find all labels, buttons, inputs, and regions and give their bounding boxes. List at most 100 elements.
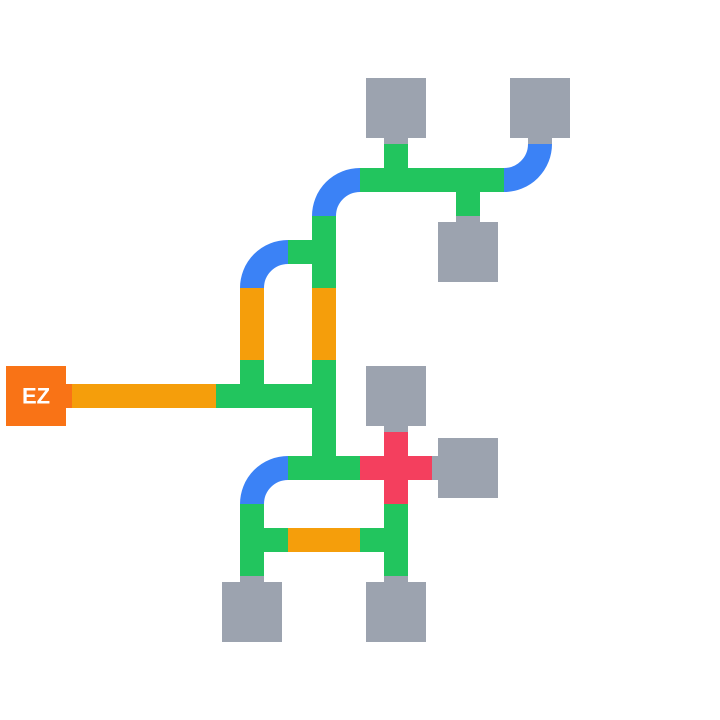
junction-pipe-tile[interactable] (360, 504, 432, 576)
curve-pipe-arc (503, 143, 552, 192)
pipe-core (240, 528, 264, 552)
pipe-arm (360, 528, 384, 552)
pipe-core (168, 384, 192, 408)
straight-pipe-tile[interactable] (288, 288, 360, 360)
pipe-core (384, 528, 408, 552)
terminal-box (438, 438, 498, 498)
pipe-arm (240, 552, 264, 576)
terminal-tile[interactable] (222, 576, 282, 642)
pipe-core (240, 312, 264, 336)
terminal-box (366, 366, 426, 426)
pipe-arm (360, 168, 384, 192)
straight-pipe-tile[interactable] (144, 360, 216, 432)
pipe-arm (480, 168, 504, 192)
pipe-arm (240, 504, 264, 528)
curve-pipe-arc (240, 456, 289, 505)
pipe-arm (312, 432, 336, 456)
pipe-arm (384, 144, 408, 168)
pipe-core (312, 312, 336, 336)
pipe-core (240, 384, 264, 408)
junction-pipe-tile[interactable] (216, 504, 288, 576)
curve-pipe-arc (312, 168, 361, 217)
pipe-arm (216, 384, 240, 408)
junction-pipe-tile[interactable] (288, 216, 360, 288)
source-outlet (65, 384, 72, 408)
terminal-tile[interactable] (366, 366, 426, 432)
terminal-box (222, 582, 282, 642)
pipe-arm (408, 456, 432, 480)
source-label: EZ (22, 384, 50, 409)
terminal-stub (384, 576, 408, 584)
pipe-core (312, 384, 336, 408)
curve-pipe-tile[interactable] (216, 216, 289, 289)
curve-pipe-tile[interactable] (216, 432, 289, 505)
terminal-tile[interactable] (366, 576, 426, 642)
pipe-arm (336, 528, 360, 552)
pipe-arm (240, 288, 264, 312)
junction-pipe-tile[interactable] (288, 360, 360, 432)
curve-pipe-tile[interactable] (288, 144, 361, 217)
source-tile[interactable] (6, 366, 66, 426)
terminal-tile[interactable] (366, 78, 426, 144)
terminal-stub (240, 576, 264, 584)
pipe-arm (456, 192, 480, 216)
pipe-core (384, 168, 408, 192)
pipe-core (312, 456, 336, 480)
pipe-arm (240, 336, 264, 360)
pipe-arm (312, 408, 336, 432)
pipe-arm (264, 528, 288, 552)
pipe-arm (192, 384, 216, 408)
terminal-stub (384, 136, 408, 144)
pipe-core (96, 384, 120, 408)
pipe-arm (312, 288, 336, 312)
straight-pipe-tile[interactable] (216, 288, 288, 360)
straight-pipe-tile[interactable] (288, 504, 360, 576)
pipe-arm (312, 360, 336, 384)
cross-pipe-tile[interactable] (360, 432, 432, 504)
pipe-arm (312, 336, 336, 360)
pipe-arm (336, 456, 360, 480)
pipe-core (312, 528, 336, 552)
pipe-arm (240, 360, 264, 384)
terminal-tile[interactable] (510, 78, 570, 144)
terminal-box (366, 78, 426, 138)
pipe-arm (384, 504, 408, 528)
pipe-arm (288, 240, 312, 264)
pipe-arm (384, 480, 408, 504)
curve-pipe-tile[interactable] (503, 143, 576, 216)
junction-pipe-tile[interactable] (432, 144, 504, 216)
terminal-stub (456, 216, 480, 224)
pipe-arm (432, 168, 456, 192)
straight-pipe-tile[interactable] (72, 360, 144, 432)
terminal-box (510, 78, 570, 138)
terminal-stub (432, 456, 440, 480)
junction-pipe-tile[interactable] (216, 360, 288, 432)
pipe-arm (408, 168, 432, 192)
pipe-arm (360, 456, 384, 480)
pipe-arm (264, 384, 288, 408)
terminal-box (366, 582, 426, 642)
junction-pipe-tile[interactable] (360, 144, 432, 216)
pipe-arm (384, 432, 408, 456)
pipes-layer (72, 143, 576, 576)
source-layer: EZ (6, 366, 72, 426)
pipe-core (456, 168, 480, 192)
pipe-arm (120, 384, 144, 408)
pipe-arm (144, 384, 168, 408)
pipe-arm (288, 456, 312, 480)
terminal-stub (528, 136, 552, 144)
pipe-arm (312, 264, 336, 288)
pipe-core (312, 240, 336, 264)
pipe-arm (288, 384, 312, 408)
curve-pipe-arc (240, 240, 289, 289)
terminal-box (438, 222, 498, 282)
junction-pipe-tile[interactable] (288, 432, 360, 504)
terminal-tile[interactable] (438, 216, 498, 282)
pipe-arm (72, 384, 96, 408)
terminal-tile[interactable] (432, 438, 498, 498)
pipe-arm (384, 552, 408, 576)
pipe-core (384, 456, 408, 480)
pipe-arm (312, 216, 336, 240)
